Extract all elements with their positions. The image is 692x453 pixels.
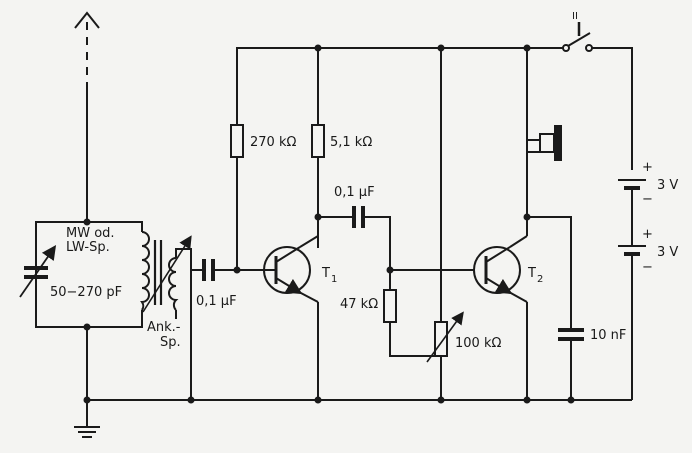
- resistor-270k-label: 270 kΩ: [250, 135, 296, 150]
- power-switch: [562, 22, 593, 52]
- transistor-t2: [473, 235, 528, 400]
- battery-top-voltage: 3 V: [657, 178, 678, 193]
- tuning-cap-label: 50−270 pF: [50, 285, 122, 300]
- t2-label-sub: 2: [537, 274, 543, 285]
- battery-top-plus: +: [642, 160, 653, 175]
- t1-label: T: [321, 266, 330, 281]
- antenna: [74, 11, 100, 222]
- antenna-coil-label: Ank.-: [147, 320, 181, 335]
- earphone: [526, 48, 562, 236]
- capacitor-10nf: [527, 216, 584, 400]
- resistor-5-1k-label: 5,1 kΩ: [330, 135, 372, 150]
- input-coupling-wiring: [191, 259, 275, 281]
- interstage-cap-label: 0,1 μF: [334, 185, 375, 200]
- interstage-coupling: [318, 206, 475, 271]
- switch-label: II: [572, 11, 578, 22]
- transistor-t1: [263, 235, 319, 400]
- tank-circuit-wiring: [35, 221, 143, 400]
- input-cap-label: 0,1 μF: [196, 294, 237, 309]
- battery-top-minus: −: [642, 192, 653, 207]
- battery-bottom-voltage: 3 V: [657, 245, 678, 260]
- potentiometer-label: 100 kΩ: [455, 336, 501, 351]
- battery-bottom-minus: −: [642, 260, 653, 275]
- coil-label-sub: LW-Sp.: [66, 240, 110, 255]
- resistor-47k: [383, 270, 436, 357]
- antenna-coil-label-sub: Sp.: [160, 335, 181, 350]
- coil-label: MW od.: [66, 226, 115, 241]
- tuning-capacitor: [19, 222, 57, 327]
- resistor-270k: [230, 124, 244, 158]
- antenna-coupling-coil: [168, 248, 192, 400]
- resistor-47k-label: 47 kΩ: [340, 297, 378, 312]
- battery-bottom-plus: +: [642, 227, 653, 242]
- battery-stack: [618, 179, 646, 400]
- ground-rail: [74, 399, 632, 438]
- cap-10nf-label: 10 nF: [590, 328, 626, 343]
- t1-label-sub: 1: [331, 274, 337, 285]
- positive-rail: [236, 47, 633, 270]
- potentiometer-100k: [426, 48, 464, 400]
- t2-label: T: [527, 266, 536, 281]
- junction-dots: [83, 44, 575, 404]
- ferrite-core: [142, 235, 192, 313]
- mw-lw-coil: [140, 231, 150, 311]
